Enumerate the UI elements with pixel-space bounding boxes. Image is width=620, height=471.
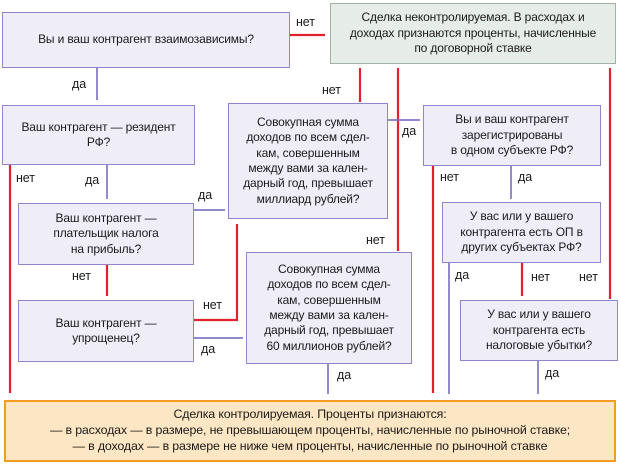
node-uncontrolled-result: Сделка неконтролируемая. В расходах и до… (330, 3, 616, 64)
node-billion-threshold: Совокупная сумма доходов по всем сдел- к… (228, 103, 388, 219)
edge-label-interdependent-no: нет (296, 15, 315, 29)
node-op-other-regions: У вас или у вашего контрагента есть ОП в… (442, 202, 601, 263)
node-simplified: Ваш контрагент — упрощенец? (18, 300, 194, 362)
node-interdependent: Вы и ваш контрагент взаимозависимы? (2, 12, 290, 68)
node-resident: Ваш контрагент — резидент РФ? (2, 105, 195, 165)
edge-label-op-no: нет (531, 270, 550, 284)
node-tax-losses: У вас или у вашего контрагента есть нало… (460, 300, 618, 361)
node-profit-tax: Ваш контрагент — плательщик налога на пр… (18, 203, 194, 265)
edge-label-resident-yes: да (85, 173, 100, 187)
edge-label-simplified-no: нет (203, 298, 222, 312)
edge-label-simplified-yes: да (201, 342, 216, 356)
edge-label-op-yes: да (455, 268, 470, 282)
edge-label-tax-losses-yes: да (545, 366, 560, 380)
edge-label-profit-tax-yes: да (198, 188, 213, 202)
edge-label-tax-losses-no: нет (579, 270, 598, 284)
edge-label-resident-no: нет (16, 171, 35, 185)
edge-label-same-region-yes: да (518, 170, 533, 184)
edge-label-interdependent-yes: да (72, 77, 87, 91)
edge-label-same-region-no: нет (440, 170, 459, 184)
edge-label-profit-tax-no: нет (72, 269, 91, 283)
edge-label-billion-no: нет (322, 83, 341, 97)
node-sixty-million-threshold: Совокупная сумма доходов по всем сдел- к… (246, 252, 412, 364)
edge-label-billion-yes: да (402, 124, 417, 138)
edge-label-sixty-million-yes: да (337, 368, 352, 382)
edge-label-sixty-million-no: нет (366, 233, 385, 247)
node-same-region: Вы и ваш контрагент зарегистрированы в о… (423, 105, 601, 166)
node-controlled-result: Сделка контролируемая. Проценты признают… (4, 400, 616, 462)
